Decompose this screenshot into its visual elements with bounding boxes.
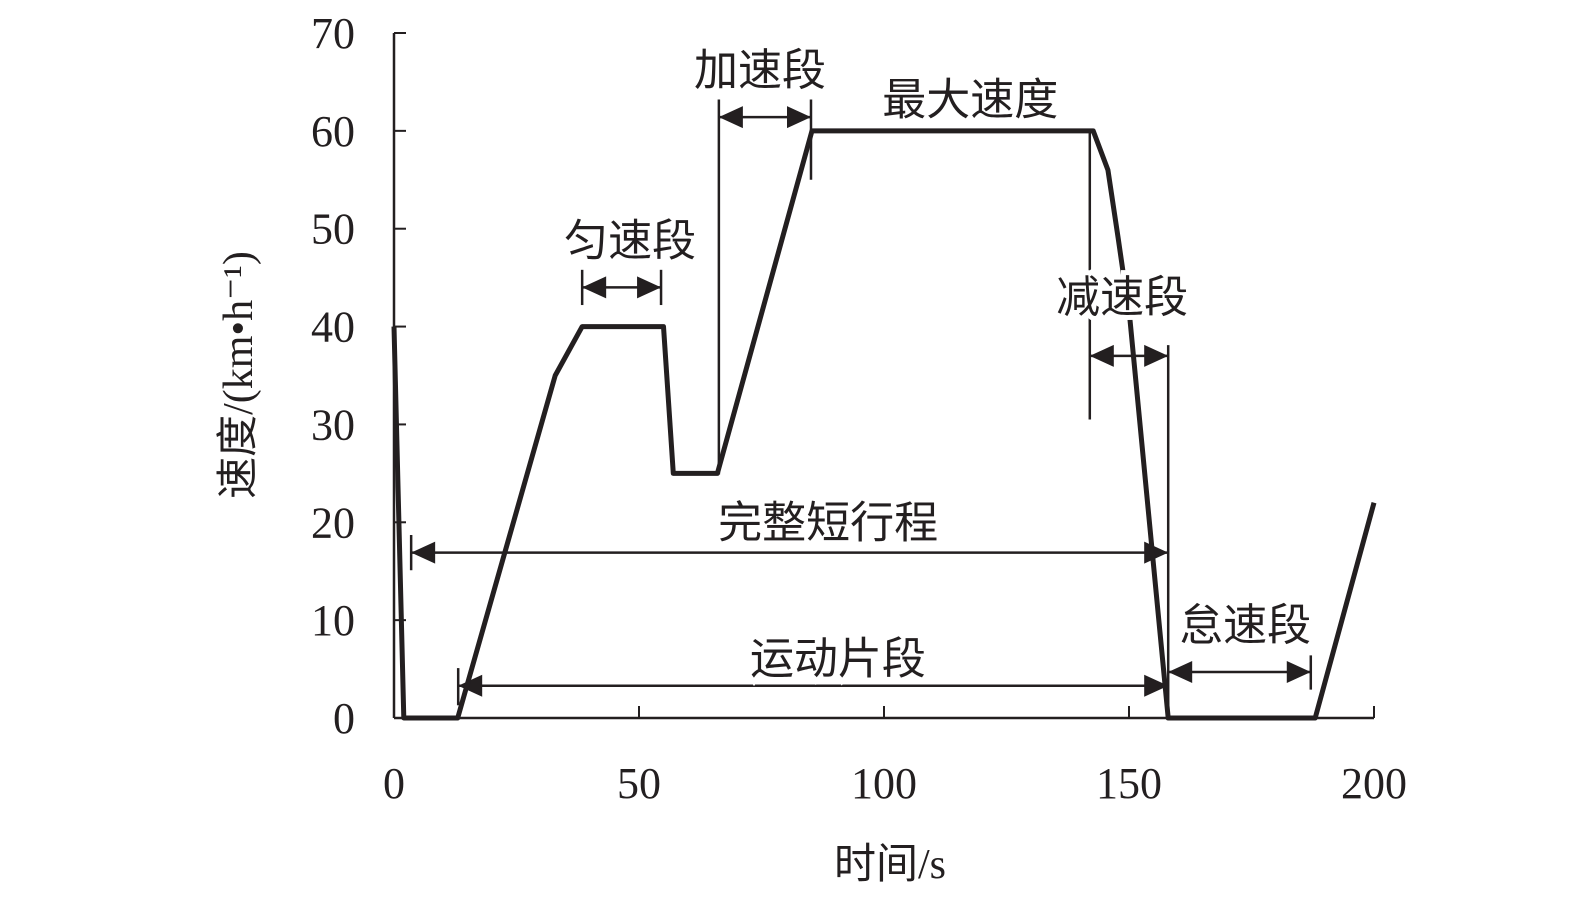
- arrowhead: [637, 276, 662, 299]
- y-tick-label: 40: [311, 303, 355, 352]
- annotation-label: 怠速段: [1179, 601, 1311, 650]
- arrowhead: [786, 106, 811, 129]
- annotation-label: 运动片段: [750, 634, 926, 683]
- arrowhead: [1286, 661, 1311, 684]
- x-tick-label: 50: [617, 759, 661, 808]
- x-tick-label: 0: [383, 759, 405, 808]
- annotation-label: 匀速段: [564, 216, 696, 265]
- annotation-label: 最大速度: [882, 76, 1058, 125]
- arrowhead: [1168, 661, 1193, 684]
- y-tick-label: 30: [311, 400, 355, 449]
- y-tick-label: 20: [311, 498, 355, 547]
- annotation-label: 减速段: [1056, 273, 1188, 322]
- arrowhead: [1144, 541, 1169, 564]
- y-tick-label: 50: [311, 205, 355, 254]
- x-axis-label: 时间/s: [834, 842, 946, 888]
- arrowhead: [1144, 344, 1169, 367]
- annotation-label: 完整短行程: [718, 498, 938, 547]
- x-tick-label: 200: [1341, 759, 1407, 808]
- y-tick-label: 70: [311, 9, 355, 58]
- arrowhead: [458, 674, 483, 697]
- arrowhead: [718, 106, 743, 129]
- x-tick-label: 100: [851, 759, 917, 808]
- annotation-label: 加速段: [694, 46, 826, 95]
- y-tick-label: 10: [311, 596, 355, 645]
- arrowhead: [1144, 674, 1169, 697]
- y-tick-label: 0: [333, 694, 355, 743]
- arrowhead: [1089, 344, 1114, 367]
- speed-line: [391, 128, 1377, 721]
- axes: 0 50 100 150 200 0 10 20 30 40 50 60 70: [311, 9, 1407, 808]
- y-tick-label: 60: [311, 107, 355, 156]
- arrowhead: [411, 541, 436, 564]
- annotations: [409, 99, 1313, 718]
- arrowhead: [582, 276, 607, 299]
- x-tick-label: 150: [1096, 759, 1162, 808]
- y-axis-label: 速度/(km•h⁻¹): [216, 251, 262, 499]
